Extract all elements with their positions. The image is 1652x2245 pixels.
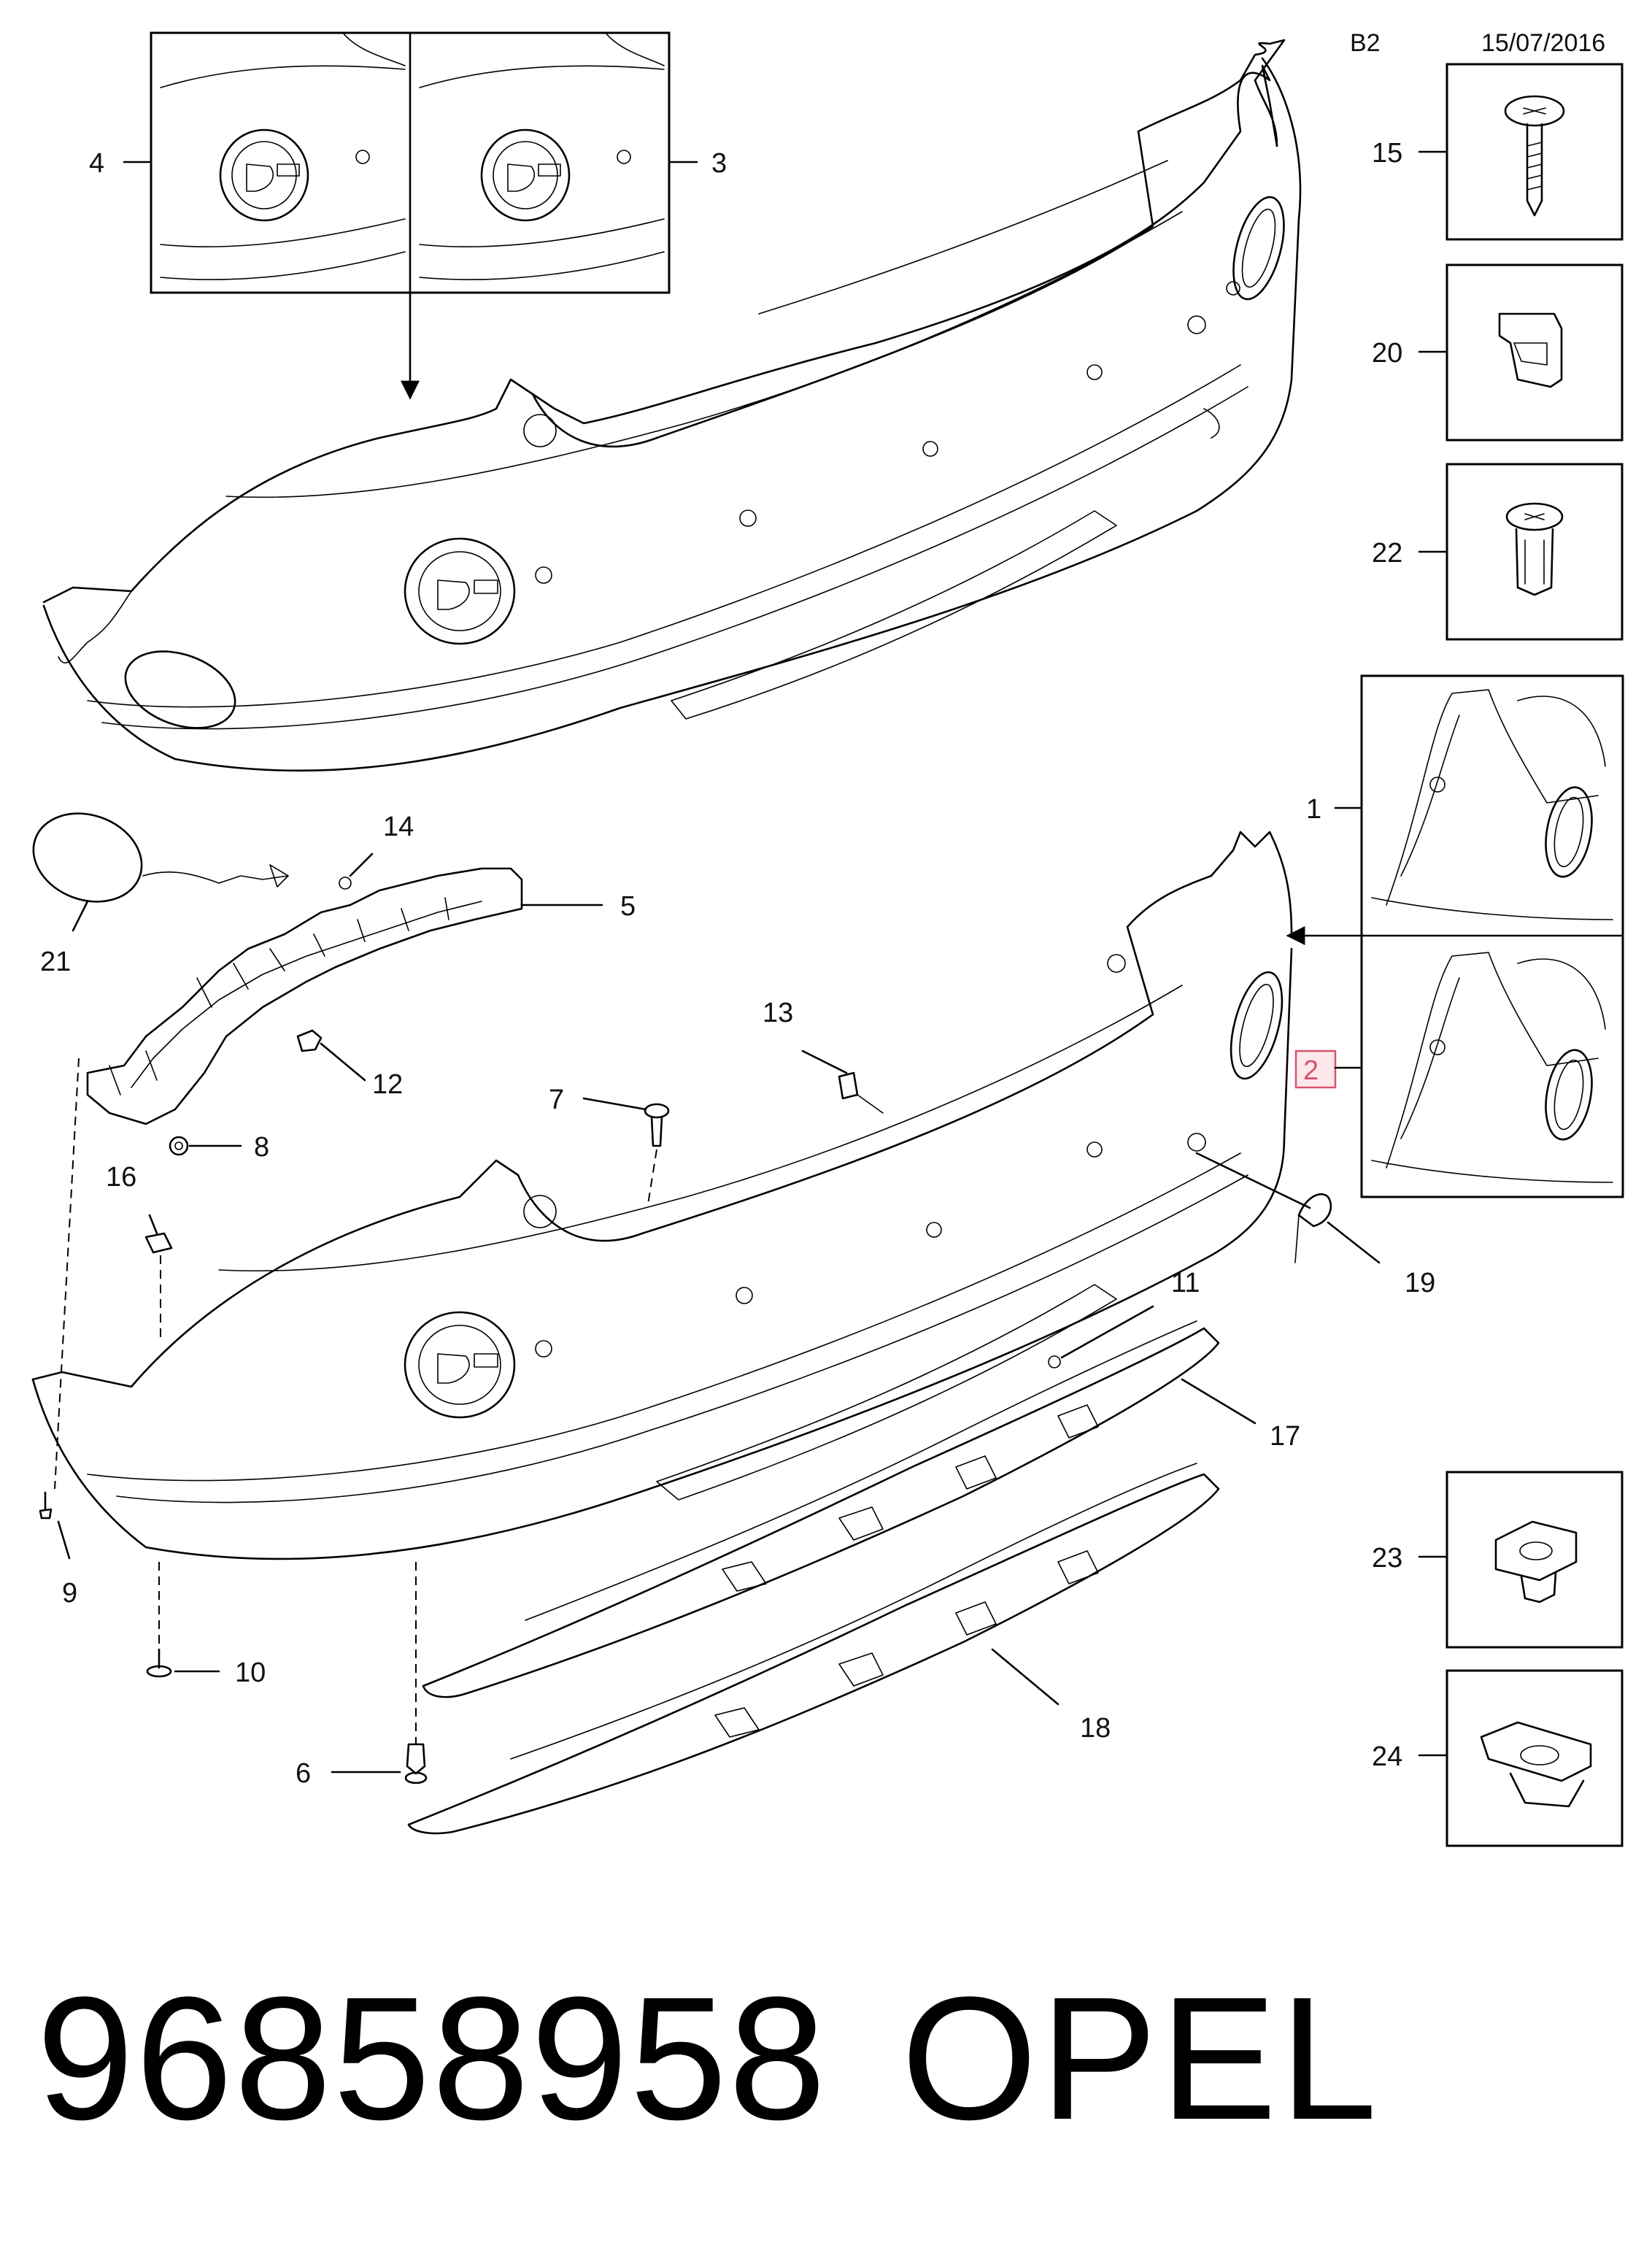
inset-detail-3-4 [150, 31, 671, 400]
callout-11: 11 [1171, 1268, 1200, 1298]
callout-20: 20 [1372, 338, 1402, 369]
callout-18: 18 [1080, 1713, 1111, 1744]
callout-15: 15 [1372, 138, 1402, 169]
rear-bumper-exploded [31, 831, 1293, 1560]
bracket-part-5 [86, 867, 523, 1125]
callout-13: 13 [763, 998, 793, 1028]
callout-24: 24 [1372, 1741, 1402, 1772]
callout-7: 7 [549, 1085, 564, 1115]
part-box-15 [1446, 63, 1624, 241]
callout-14: 14 [383, 812, 414, 842]
part-box-20 [1446, 263, 1624, 442]
brand-name: OPEL [901, 1960, 1381, 2156]
rear-bumper-overview [42, 39, 1302, 772]
highlight-box [1294, 1050, 1337, 1089]
tow-cap-part-21 [32, 812, 289, 903]
callout-12: 12 [372, 1069, 403, 1100]
diffuser-part-18 [407, 1463, 1220, 1835]
callout-2: 2 [1303, 1055, 1319, 1086]
callout-10: 10 [235, 1657, 266, 1688]
callout-17: 17 [1270, 1421, 1300, 1452]
diagram-date: 15/07/2016 [1481, 29, 1605, 57]
callout-8: 8 [254, 1132, 269, 1163]
part-box-23 [1446, 1471, 1624, 1649]
diffuser-part-17 [422, 1320, 1220, 1698]
callout-9: 9 [62, 1578, 77, 1609]
callout-22: 22 [1372, 538, 1402, 569]
sheet-code: B2 [1350, 29, 1381, 57]
part-box-22 [1446, 463, 1624, 641]
callout-1: 1 [1306, 794, 1321, 825]
callout-19: 19 [1405, 1268, 1435, 1298]
callout-4: 4 [89, 148, 104, 179]
callout-21: 21 [40, 947, 71, 977]
inset-detail-1-2 [1286, 674, 1624, 1198]
callout-23: 23 [1372, 1543, 1402, 1574]
part-number: 96858958 [36, 1960, 827, 2156]
callout-5: 5 [620, 891, 636, 922]
callout-6: 6 [296, 1758, 311, 1789]
part-box-24 [1446, 1669, 1624, 1847]
callout-3: 3 [711, 148, 727, 179]
callout-16: 16 [106, 1162, 136, 1193]
